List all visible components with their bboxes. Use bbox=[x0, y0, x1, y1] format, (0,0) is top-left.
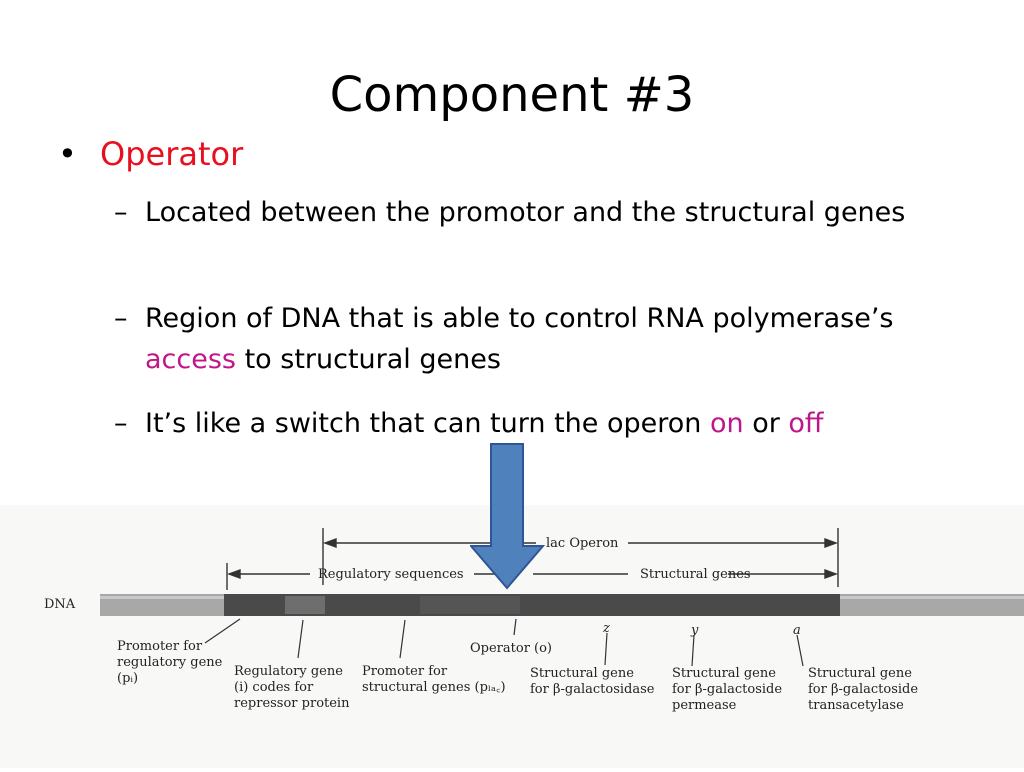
pointer-lines bbox=[204, 618, 804, 667]
sub2-part2: to structural genes bbox=[235, 344, 501, 375]
sub-bullet-located: – Located between the promotor and the s… bbox=[114, 192, 964, 233]
sub-bullet-located-text: Located between the promotor and the str… bbox=[145, 197, 906, 228]
gene-a-label: a bbox=[793, 623, 801, 638]
operator-arrow-icon bbox=[470, 443, 546, 590]
bullet-operator: • Operator bbox=[58, 132, 243, 176]
sub-bullet-region: – Region of DNA that is able to control … bbox=[114, 298, 964, 380]
sub3-or: or bbox=[743, 408, 789, 439]
regulatory-gene-label: Regulatory gene (i) codes for repressor … bbox=[234, 664, 350, 711]
regulatory-sequences-bracket bbox=[226, 563, 839, 590]
sub3-part1: It’s like a switch that can turn the ope… bbox=[145, 408, 710, 439]
dash-icon: – bbox=[114, 197, 128, 228]
dna-label: DNA bbox=[44, 597, 76, 612]
access-highlight: access bbox=[145, 344, 236, 375]
sub-bullet-switch-text: It’s like a switch that can turn the ope… bbox=[114, 403, 964, 444]
sub2-part1: Region of DNA that is able to control RN… bbox=[145, 303, 894, 334]
lac-operon-label: lac Operon bbox=[546, 536, 619, 551]
on-highlight: on bbox=[709, 408, 744, 439]
bullet-dot-icon: • bbox=[58, 135, 77, 173]
dash-icon: – bbox=[114, 303, 128, 334]
slide-title: Component #3 bbox=[329, 67, 695, 123]
gene-galactosidase-label: Structural gene for β-galactosidase bbox=[530, 666, 655, 697]
off-highlight: off bbox=[788, 408, 824, 439]
gene-z-label: z bbox=[602, 621, 610, 636]
dna-strand bbox=[100, 594, 1024, 616]
operator-label: Operator (o) bbox=[470, 641, 552, 656]
gene-permease-label: Structural gene for β-galactoside permea… bbox=[672, 666, 786, 713]
sub-bullet-region-text: Region of DNA that is able to control RN… bbox=[114, 298, 964, 380]
gene-y-label: y bbox=[690, 623, 699, 638]
dash-icon: – bbox=[114, 408, 128, 439]
promoter-struct-label: Promoter for structural genes (pₗₐ꜀) bbox=[362, 664, 506, 695]
regulatory-sequences-label: Regulatory sequences bbox=[318, 567, 464, 582]
structural-genes-label: Structural genes bbox=[640, 567, 751, 582]
gene-transacetylase-label: Structural gene for β-galactoside transa… bbox=[808, 666, 922, 713]
lac-operon-svg: lac Operon Regulatory sequences Structur… bbox=[44, 528, 1024, 713]
sub-bullet-switch: – It’s like a switch that can turn the o… bbox=[114, 403, 964, 444]
bullet-operator-label: Operator bbox=[100, 135, 244, 173]
promoter-reg-label: Promoter for regulatory gene (pᵢ) bbox=[117, 639, 226, 686]
